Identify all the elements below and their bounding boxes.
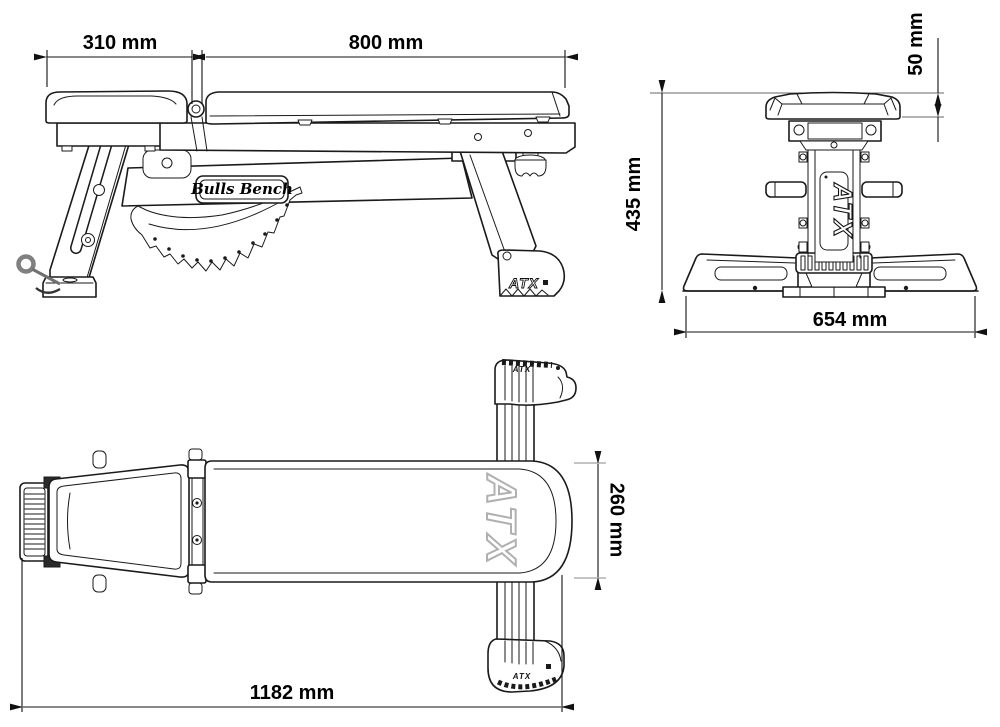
foot-peg-upper [92, 450, 107, 469]
dim-label-50: 50 mm [905, 12, 927, 75]
hinge-top [187, 448, 207, 595]
atx-watermark: ATX [478, 474, 525, 568]
seat-adjust-bracket [142, 149, 192, 179]
rack-teeth-rear [800, 255, 869, 271]
dim-label-260: 260 mm [606, 483, 628, 558]
brand-plate: Bulls Bench [190, 175, 293, 204]
rear-leg: ATX [451, 148, 566, 297]
dim-label-1182: 1182 mm [250, 682, 335, 704]
back-pad-side [205, 91, 570, 126]
front-leg [16, 122, 134, 298]
dim-pad-thickness: 50 mm [905, 12, 942, 142]
dim-back-length: 800 mm [193, 32, 578, 88]
pad-hinge [187, 100, 208, 152]
atx-logo-lower-cap: ATX [512, 672, 531, 681]
rear-view: ATX [623, 12, 987, 338]
atx-logo-upper-cap: ATX [512, 365, 531, 374]
atx-logo-rear-column: ATX [828, 182, 858, 239]
rear-arm-upper: ATX [494, 359, 577, 466]
pad-bracket-rear [788, 120, 882, 151]
seat-pad-side [45, 90, 188, 124]
dim-pad-width: 260 mm [574, 451, 628, 590]
dim-label-310: 310 mm [83, 32, 158, 54]
foot-peg-lower [92, 574, 107, 593]
angle-adjustment-rack [130, 186, 303, 272]
dim-bench-height: 435 mm [623, 80, 666, 303]
rear-arm-lower: ATX [487, 577, 565, 693]
rack-position-holes [153, 203, 289, 263]
center-column: ATX [798, 147, 870, 263]
dim-total-length: 1182 mm [9, 558, 574, 712]
pad-rear [765, 91, 901, 120]
top-view: ATX ATX [9, 359, 628, 712]
main-rail [159, 122, 576, 154]
adjustment-knob [514, 148, 547, 177]
base-feet [682, 253, 979, 292]
dim-label-435: 435 mm [623, 157, 645, 232]
seat-pad-top [48, 450, 190, 593]
atx-logo-side-foot: ATX [508, 275, 540, 291]
seat-subframe [56, 122, 163, 152]
dim-label-800: 800 mm [349, 32, 424, 54]
back-pad-top: ATX [204, 460, 573, 583]
rear-foot: ATX [497, 249, 566, 297]
pull-pin [16, 254, 61, 294]
spotter-pegs [765, 181, 903, 198]
column-bolts [798, 151, 870, 253]
bulls-bench-logo: Bulls Bench [190, 180, 293, 198]
side-view: Bulls Bench [16, 32, 578, 298]
dim-label-654: 654 mm [813, 309, 888, 331]
dim-base-width: 654 mm [674, 296, 987, 338]
